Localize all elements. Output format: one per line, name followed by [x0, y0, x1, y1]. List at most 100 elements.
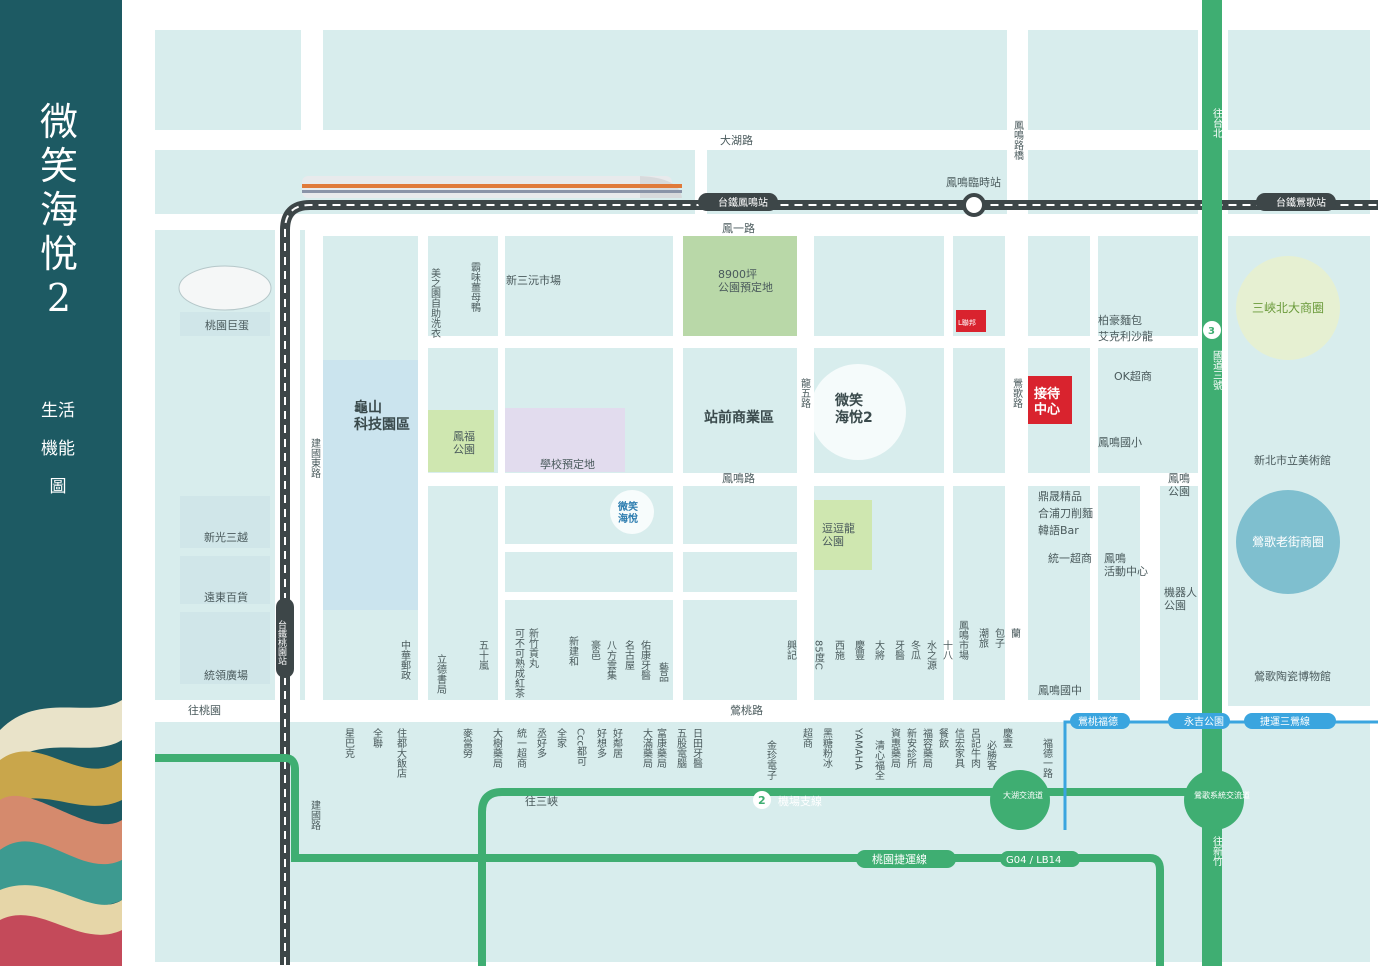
road-fengyi: 鳳一路 [722, 222, 755, 235]
svg-text:好想多: 好想多 [595, 728, 607, 759]
park-site: 8900坪公園預定地 [718, 268, 773, 294]
svg-text:中華郵政: 中華郵政 [399, 639, 411, 681]
sanxia-north: 三峽北大商圈 [1252, 300, 1324, 315]
road-fengming-bridge: 鳳鳴路橋 [1012, 120, 1024, 161]
svg-text:全家: 全家 [555, 727, 567, 748]
place-tonglin: 統領廣場 [204, 668, 248, 682]
project-site: 微笑海悅2 [834, 392, 873, 426]
place-ginger-duck: 霸味薑母鴨 [469, 262, 481, 313]
place-robot-park: 機器人公園 [1164, 585, 1197, 612]
svg-text:包子: 包子 [993, 627, 1005, 648]
station-yingge: 台鐵鶯歌站 [1256, 193, 1336, 211]
svg-text:大樹藥局: 大樹藥局 [491, 727, 503, 769]
school-site: 學校預定地 [540, 457, 595, 471]
svg-text:五股電腦: 五股電腦 [675, 728, 687, 769]
svg-text:立德書局: 立德書局 [435, 653, 447, 695]
reception-center: 接待中心 [1034, 386, 1060, 418]
guitui-park: 逗逗龍公園 [822, 521, 855, 548]
direction-taoyuan: 往桃園 [188, 703, 221, 717]
place-art-museum: 新北市立美術館 [1254, 453, 1331, 467]
map-subtitle: 生活機能圖 [41, 401, 75, 497]
tech-park: 龜山科技園區 [354, 399, 410, 433]
svg-text:新安診所: 新安診所 [905, 727, 917, 769]
svg-text:富康藥局: 富康藥局 [655, 727, 667, 769]
place-arena: 桃園巨蛋 [205, 318, 249, 332]
arena-icon [178, 265, 272, 311]
svg-text:佑康牙醫: 佑康牙醫 [639, 639, 651, 681]
place-laundry: 美之園自助洗衣 [429, 267, 441, 339]
airport-line-badge [753, 791, 771, 809]
svg-text:日田牙醫: 日田牙醫 [691, 728, 703, 769]
place-fengming-jh: 鳳鳴國中 [1038, 683, 1082, 697]
svg-text:呂記牛肉: 呂記牛肉 [969, 728, 981, 768]
svg-text:台鐵鳳鳴站: 台鐵鳳鳴站 [718, 196, 768, 209]
project-title: 微笑海悅2 [39, 100, 78, 320]
place-skm: 新光三越 [204, 530, 248, 544]
area-map: 大湖路 鳳一路 鳳鳴路 鶯桃路 建國東路 建國路 龍五路 鶯歌路 福德一路 鳳鳴… [122, 0, 1378, 966]
direction-sanxia: 往三峽 [525, 794, 558, 808]
svg-text:十八: 十八 [941, 639, 953, 660]
place-ceramics: 鶯歌陶瓷博物館 [1254, 669, 1331, 683]
svg-text:興記: 興記 [785, 640, 797, 661]
airport-branch-label: 機場支線 [778, 794, 822, 808]
taoyuan-mrt-line [155, 754, 1164, 966]
svg-text:水之源: 水之源 [925, 640, 937, 671]
svg-text:西施: 西施 [833, 640, 845, 661]
reception-center-area [1028, 376, 1072, 424]
place-market: 新三沅市場 [506, 273, 561, 287]
svg-text:黑糖粉冰: 黑糖粉冰 [821, 728, 833, 768]
title-sidebar: 微笑海悅2 生活機能圖 [0, 0, 122, 966]
old-street: 鶯歌老街商圈 [1252, 534, 1324, 549]
brt-label-2: 永吉公園 [1184, 715, 1224, 728]
svg-text:金珍電子: 金珍電子 [765, 739, 777, 780]
sanxia-north-circle [1236, 256, 1340, 360]
station-temp: 鳳鳴臨時站 [946, 175, 1001, 189]
road-jianguo-east: 建國東路 [309, 437, 321, 479]
project-site-small: 微笑海悅 [617, 500, 638, 525]
svg-text:冬瓜: 冬瓜 [909, 639, 921, 660]
svg-text:丞好多: 丞好多 [535, 728, 547, 759]
svg-text:蘭: 蘭 [1009, 627, 1021, 639]
tech-park-area [323, 360, 418, 610]
place-korean-bar: 韓語Bar [1038, 523, 1079, 537]
svg-text:新竹貢丸: 新竹貢丸 [527, 627, 539, 668]
park-site-area [683, 236, 797, 336]
place-seven: 統一超商 [1048, 551, 1092, 565]
place-fengming-es: 鳳鳴國小 [1098, 435, 1142, 449]
taoyuan-mrt-label: 桃園捷運線 [872, 852, 927, 866]
svg-text:台鐵桃園站: 台鐵桃園站 [276, 619, 287, 666]
place-dingcheng: 鼎晟精品 [1038, 490, 1082, 503]
svg-text:G04 / LB14: G04 / LB14 [1006, 855, 1061, 866]
svg-text:YAMAHA: YAMAHA [853, 727, 864, 770]
svg-text:必勝客: 必勝客 [985, 739, 997, 771]
svg-text:住都大飯店: 住都大飯店 [395, 727, 407, 779]
brt-label-3: 捷運三鶯線 [1260, 715, 1310, 728]
svg-text:信宏家具: 信宏家具 [953, 728, 965, 769]
svg-text:大滿藥局: 大滿藥局 [641, 727, 653, 769]
fengfu-park: 鳳福公園 [453, 429, 475, 456]
svg-text:大將: 大將 [873, 639, 885, 661]
place-activity: 鳳鳴活動中心 [1104, 551, 1148, 578]
mid-shop-labels: 中華郵政 立德書局 五十嵐 可不可熟成紅茶 新竹貢丸 新建和 豪邑 八方雲集 佑… [399, 620, 1021, 698]
svg-text:名古屋: 名古屋 [623, 639, 635, 670]
road-longwu: 龍五路 [799, 377, 811, 409]
svg-text:慶壹: 慶壹 [1001, 727, 1013, 748]
airport-branch-line [478, 788, 1198, 966]
svg-text:牙醫: 牙醫 [893, 640, 905, 661]
svg-text:統一超商: 統一超商 [515, 727, 527, 769]
svg-text:好鄰居: 好鄰居 [611, 728, 623, 759]
train-illustration [302, 176, 682, 198]
direction-taipei: 往台北 [1211, 107, 1223, 138]
svg-text:潮旅: 潮旅 [977, 627, 989, 649]
road-fude1: 福德一路 [1041, 737, 1053, 779]
station-district: 站前商業區 [704, 409, 774, 426]
svg-text:全聯: 全聯 [371, 727, 383, 749]
road-fengming: 鳳鳴路 [722, 471, 755, 485]
school-site-area [505, 408, 625, 472]
dahu-interchange: 大湖交流道 [1003, 790, 1043, 800]
station-taoyuan: 台鐵桃園站 [276, 598, 294, 678]
station-fengming: 台鐵鳳鳴站 [698, 193, 778, 211]
map-block [323, 30, 1007, 130]
svg-text:八方雲集: 八方雲集 [605, 640, 617, 681]
place-salon: 艾克利沙龍 [1098, 329, 1153, 343]
